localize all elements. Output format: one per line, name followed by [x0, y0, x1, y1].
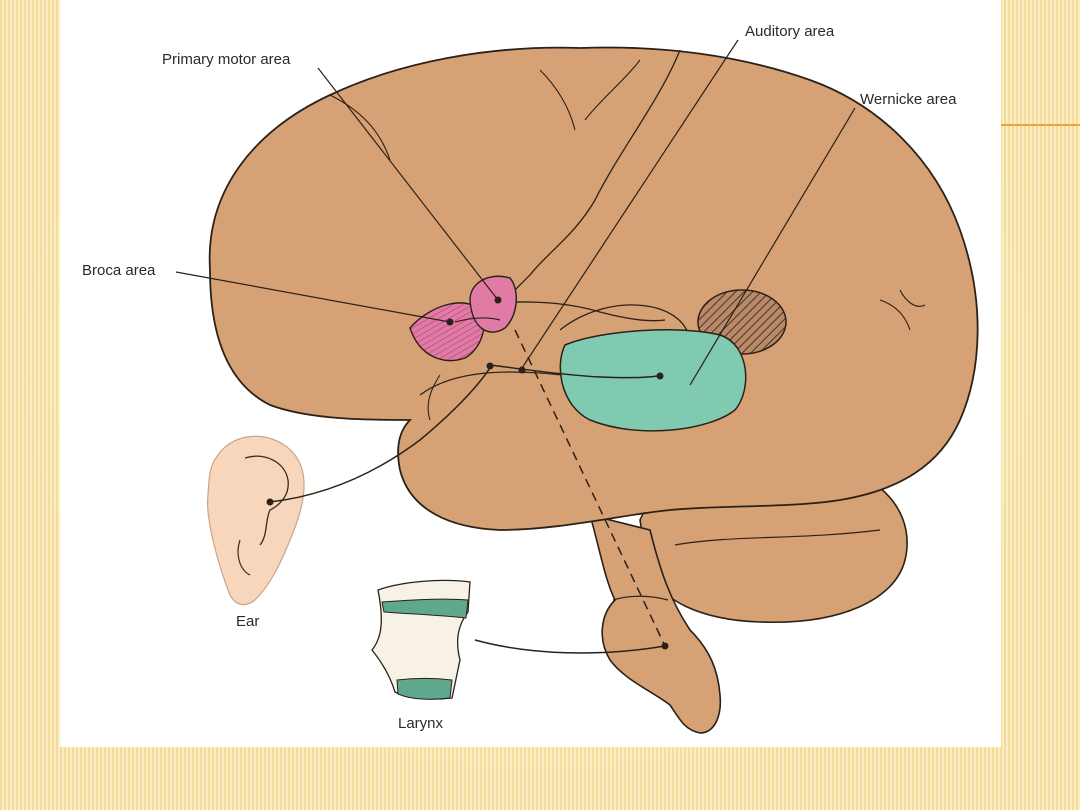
label-ear: Ear	[236, 613, 259, 630]
label-larynx: Larynx	[398, 715, 444, 732]
label-wernicke-area: Wernicke area	[860, 91, 957, 108]
wernicke-area	[560, 330, 745, 431]
cerebrum	[210, 47, 978, 530]
label-auditory-area: Auditory area	[745, 23, 835, 40]
primary-motor-area	[470, 276, 516, 332]
label-primary-motor-area: Primary motor area	[162, 51, 291, 68]
label-broca-area: Broca area	[82, 262, 156, 279]
ear-illustration	[208, 436, 304, 604]
